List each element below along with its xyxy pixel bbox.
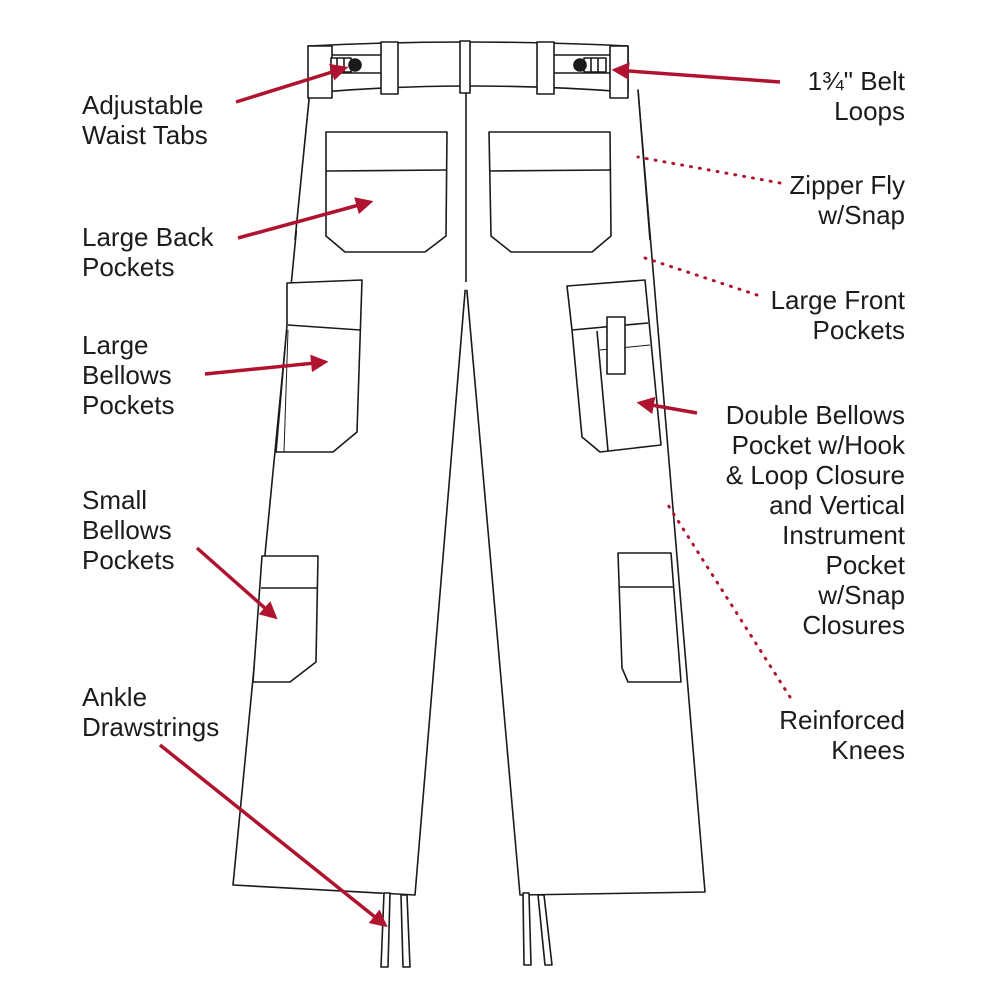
label-small-bellows: Small Bellows Pockets [82, 485, 175, 575]
arrow-belt-loops [611, 62, 781, 84]
arrow-small-bellows [195, 546, 278, 620]
label-double-bellows: Double Bellows Pocket w/Hook & Loop Clos… [725, 400, 905, 640]
dotted-reinforced-knees [666, 503, 792, 699]
arrow-waist-tabs [235, 63, 349, 104]
arrow-bellows-pockets [204, 354, 329, 376]
instrument-pocket-tab [606, 316, 626, 375]
dotted-front-pockets [643, 256, 759, 297]
drawstring [537, 894, 553, 966]
back-pocket-right [488, 131, 612, 253]
arrow-double-bellows [636, 396, 698, 415]
label-zipper-fly: Zipper Fly w/Snap [789, 170, 905, 230]
belt-loop [459, 40, 471, 94]
belt-loop [536, 41, 555, 95]
label-belt-loops: 1¾" Belt Loops [807, 66, 905, 126]
label-front-pockets: Large Front Pockets [770, 285, 905, 345]
buckle-right [573, 57, 607, 73]
back-pocket-left [325, 131, 448, 253]
label-ankle-drawstrings: Ankle Drawstrings [82, 682, 220, 742]
label-reinforced-knees: Reinforced Knees [779, 705, 905, 765]
label-waist-tabs: Adjustable Waist Tabs [82, 90, 208, 150]
belt-loop [380, 41, 399, 95]
label-bellows-pockets: Large Bellows Pockets [82, 330, 175, 420]
drawstring [522, 892, 532, 966]
drawstring [400, 894, 411, 968]
arrow-back-pockets [237, 197, 374, 240]
label-back-pockets: Large Back Pockets [82, 222, 214, 282]
drawstring [380, 892, 391, 968]
small-bellows-pocket-left [252, 555, 319, 683]
dotted-zipper-fly [636, 155, 782, 185]
small-bellows-pocket-right [617, 552, 682, 683]
arrow-ankle-drawstrings [158, 743, 388, 928]
